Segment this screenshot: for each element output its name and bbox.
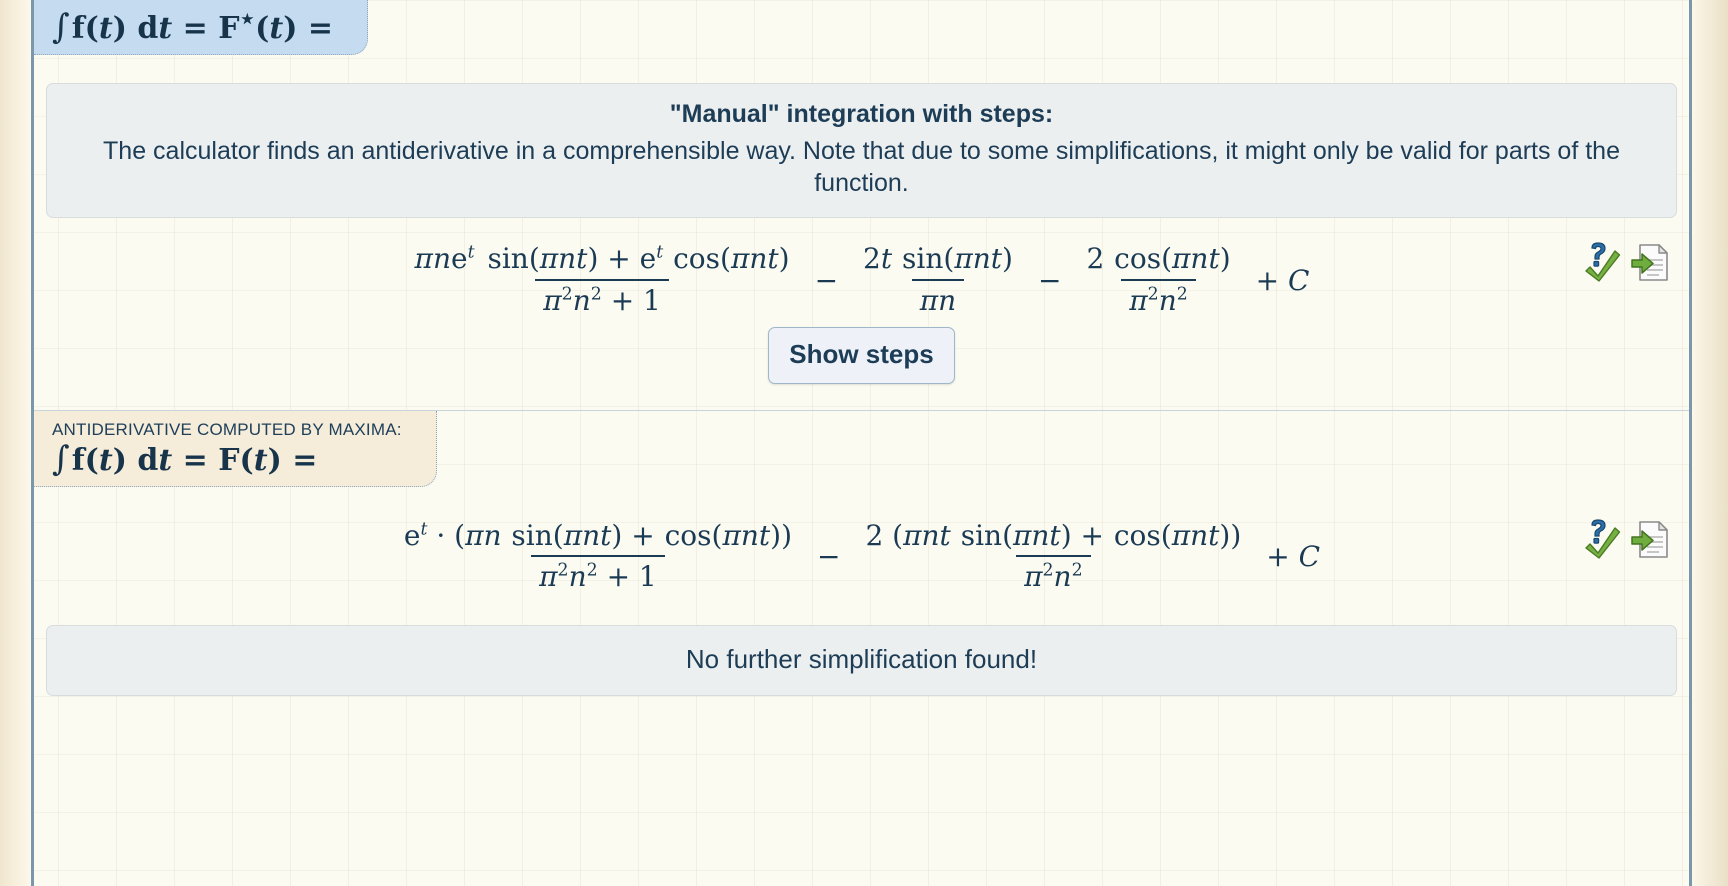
manual-term1-numerator: πnet sin(πnt) + et cos(πnt) xyxy=(414,242,790,275)
maxima-term1-fraction: et · (πn sin(πnt) + cos(πnt)) π2n2 + 1 xyxy=(396,518,800,594)
show-steps-wrapper: Show steps xyxy=(34,326,1689,410)
manual-term3-fraction: 2 cos(πnt) π2n2 xyxy=(1078,242,1238,317)
manual-info-panel: "Manual" integration with steps: The cal… xyxy=(46,83,1677,218)
maxima-result-tab: ANTIDERIVATIVE COMPUTED BY MAXIMA: ∫f(t)… xyxy=(34,410,437,487)
question-check-icon[interactable] xyxy=(1581,240,1625,284)
manual-info-body: The calculator finds an antiderivative i… xyxy=(103,137,1620,197)
maxima-result-icons xyxy=(1581,517,1673,561)
manual-term3-denominator: π2n2 xyxy=(1121,278,1196,317)
show-steps-button[interactable]: Show steps xyxy=(768,326,955,384)
maxima-term2-numerator: 2 (πnt sin(πnt) + cos(πnt)) xyxy=(865,518,1242,552)
manual-integration-constant: + C xyxy=(1255,263,1310,297)
document-arrow-icon[interactable] xyxy=(1629,517,1673,561)
manual-operator-2: − xyxy=(1037,263,1062,297)
maxima-section: ANTIDERIVATIVE COMPUTED BY MAXIMA: ∫f(t)… xyxy=(34,410,1689,697)
integral-symbol: ∫ xyxy=(52,438,70,479)
maxima-result-row: et · (πn sin(πnt) + cos(πnt)) π2n2 + 1 −… xyxy=(34,487,1689,604)
manual-tab-formula: ∫f(t) dt = F⋆(t) = xyxy=(52,4,334,47)
maxima-operator-1: − xyxy=(817,540,841,574)
maxima-term1-denominator: π2n2 + 1 xyxy=(531,555,665,593)
maxima-term2-denominator: π2n2 xyxy=(1016,555,1091,593)
content-rule-right xyxy=(1689,0,1692,886)
maxima-term1-numerator: et · (πn sin(πnt) + cos(πnt)) xyxy=(403,518,792,552)
manual-term3-numerator: 2 cos(πnt) xyxy=(1086,242,1231,275)
manual-term2-fraction: 2t sin(πnt) πn xyxy=(855,242,1021,317)
simplification-note: No further simplification found! xyxy=(685,644,1038,675)
integral-symbol: ∫ xyxy=(52,7,70,47)
section-divider xyxy=(34,409,1689,411)
content-rule-left xyxy=(31,0,34,886)
manual-integration-section: ∫f(t) dt = F⋆(t) = "Manual" integration … xyxy=(34,0,1689,410)
simplification-panel: No further simplification found! xyxy=(46,625,1677,697)
question-check-icon[interactable] xyxy=(1581,517,1625,561)
manual-result-tab: ∫f(t) dt = F⋆(t) = xyxy=(34,0,369,55)
manual-term2-numerator: 2t sin(πnt) xyxy=(863,242,1013,275)
manual-result-formula: πnet sin(πnt) + et cos(πnt) π2n2 + 1 − 2… xyxy=(402,242,1322,317)
maxima-tab-formula: ∫f(t) dt = F(t) = xyxy=(52,438,318,479)
manual-info-title: "Manual" integration with steps: xyxy=(669,100,1054,128)
page-left-edge xyxy=(0,0,30,886)
manual-result-icons xyxy=(1581,240,1673,284)
maxima-integration-constant: + C xyxy=(1266,540,1321,574)
manual-operator-1: − xyxy=(814,263,839,297)
manual-term1-denominator: π2n2 + 1 xyxy=(535,278,669,317)
document-arrow-icon[interactable] xyxy=(1629,240,1673,284)
page-right-edge xyxy=(1692,0,1728,886)
manual-term1-fraction: πnet sin(πnt) + et cos(πnt) π2n2 + 1 xyxy=(407,242,798,317)
maxima-tab-caption: ANTIDERIVATIVE COMPUTED BY MAXIMA: xyxy=(52,419,402,439)
manual-term2-denominator: πn xyxy=(911,278,965,317)
maxima-term2-fraction: 2 (πnt sin(πnt) + cos(πnt)) π2n2 xyxy=(857,518,1249,594)
results-page: ∫f(t) dt = F⋆(t) = "Manual" integration … xyxy=(34,0,1689,886)
manual-result-row: πnet sin(πnt) + et cos(πnt) π2n2 + 1 − 2… xyxy=(34,218,1689,327)
maxima-result-formula: et · (πn sin(πnt) + cos(πnt)) π2n2 + 1 −… xyxy=(391,518,1332,594)
